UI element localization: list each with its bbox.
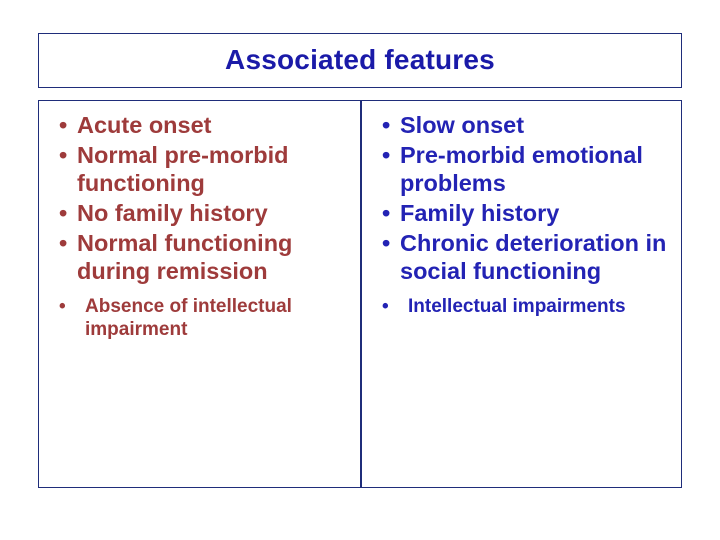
right-column-box: Slow onset Pre-morbid emotional problems… [361,100,682,488]
list-item: Slow onset [370,111,673,140]
list-item: Normal pre-morbid functioning [47,141,352,198]
list-item: Pre-morbid emotional problems [370,141,673,198]
list-item: Chronic deterioration in social function… [370,229,673,286]
left-column-box: Acute onset Normal pre-morbid functionin… [38,100,361,488]
list-item: Family history [370,199,673,228]
list-item: Acute onset [47,111,352,140]
right-bullet-list: Slow onset Pre-morbid emotional problems… [370,111,673,318]
list-item: Intellectual impairments [370,295,673,318]
list-item: No family history [47,199,352,228]
left-bullet-list: Acute onset Normal pre-morbid functionin… [47,111,352,341]
title-box: Associated features [38,33,682,88]
list-item: Absence of intellectual impairment [47,295,352,341]
list-item: Normal functioning during remission [47,229,352,286]
page-title: Associated features [225,44,495,76]
